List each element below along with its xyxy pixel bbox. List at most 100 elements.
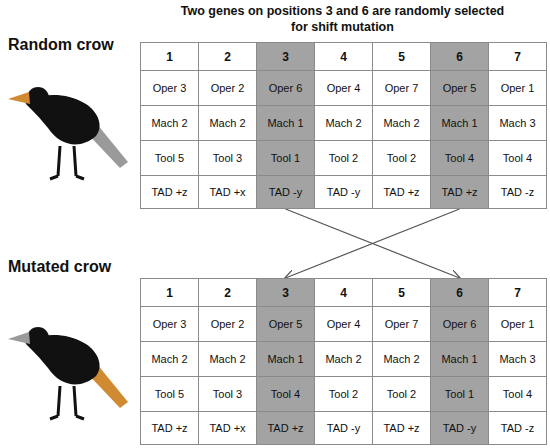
position-header: 1 xyxy=(140,42,199,71)
position-header: 3 xyxy=(256,42,315,71)
cell-text: Tool 4 xyxy=(445,152,474,164)
gene-cell: TAD +z xyxy=(140,175,199,209)
gene-cell: Mach 3 xyxy=(488,341,547,377)
cell-text: TAD +x xyxy=(209,422,245,434)
cell-text: 3 xyxy=(282,286,289,300)
gene-cell: TAD -y xyxy=(430,411,489,445)
cell-text: Mach 3 xyxy=(499,117,535,129)
cell-text: 2 xyxy=(224,50,231,64)
cell-text: 5 xyxy=(398,50,405,64)
crow-label: Random crow xyxy=(8,36,114,54)
cell-text: TAD -z xyxy=(501,422,534,434)
cell-text: 6 xyxy=(456,50,463,64)
gene-cell: Oper 2 xyxy=(198,306,257,342)
gene-cell: Tool 3 xyxy=(198,140,257,176)
gene-cell: Tool 3 xyxy=(198,376,257,412)
gene-cell: Oper 6 xyxy=(430,306,489,342)
cell-text: Oper 4 xyxy=(327,82,361,94)
gene-cell: Oper 6 xyxy=(256,70,315,106)
cell-text: Tool 1 xyxy=(445,388,474,400)
cell-text: Mach 1 xyxy=(441,117,477,129)
cell-text: Oper 1 xyxy=(501,318,535,330)
gene-cell: Mach 2 xyxy=(314,341,373,377)
cell-text: Mach 1 xyxy=(441,353,477,365)
gene-cell: TAD +z xyxy=(372,175,431,209)
cell-text: Tool 3 xyxy=(213,152,242,164)
gene-cell: Tool 2 xyxy=(314,140,373,176)
cell-text: Mach 3 xyxy=(499,353,535,365)
cell-text: TAD +z xyxy=(383,186,419,198)
cell-text: Oper 4 xyxy=(327,318,361,330)
gene-cell: Tool 1 xyxy=(256,140,315,176)
gene-cell: Mach 1 xyxy=(256,341,315,377)
cell-text: Tool 2 xyxy=(387,152,416,164)
cell-text: Tool 4 xyxy=(503,388,532,400)
position-header: 5 xyxy=(372,42,431,71)
cell-text: Tool 1 xyxy=(271,152,300,164)
cell-text: Mach 2 xyxy=(383,117,419,129)
gene-cell: Oper 3 xyxy=(140,70,199,106)
gene-cell: Oper 4 xyxy=(314,306,373,342)
gene-cell: Oper 4 xyxy=(314,70,373,106)
mutated-crow xyxy=(8,327,128,419)
cell-text: TAD -z xyxy=(501,186,534,198)
cell-text: TAD +z xyxy=(383,422,419,434)
cell-text: 4 xyxy=(340,50,347,64)
cell-text: Oper 2 xyxy=(211,82,245,94)
position-header: 7 xyxy=(488,42,547,71)
gene-cell: Tool 4 xyxy=(430,140,489,176)
gene-cell: Oper 7 xyxy=(372,70,431,106)
gene-cell: TAD -z xyxy=(488,175,547,209)
gene-cell: Mach 2 xyxy=(198,341,257,377)
gene-cell: Tool 5 xyxy=(140,140,199,176)
gene-cell: Mach 2 xyxy=(198,105,257,141)
cell-text: TAD +z xyxy=(151,422,187,434)
cell-text: Oper 7 xyxy=(385,318,419,330)
gene-cell: TAD -y xyxy=(314,411,373,445)
position-header: 4 xyxy=(314,278,373,307)
position-header: 2 xyxy=(198,278,257,307)
cell-text: Tool 5 xyxy=(155,388,184,400)
cell-text: TAD +z xyxy=(267,422,303,434)
cell-text: TAD -y xyxy=(327,422,360,434)
position-header: 1 xyxy=(140,278,199,307)
cell-text: Oper 6 xyxy=(443,318,477,330)
cell-text: Tool 4 xyxy=(271,388,300,400)
gene-cell: TAD -z xyxy=(488,411,547,445)
gene-cell: Mach 2 xyxy=(140,341,199,377)
cell-text: Oper 7 xyxy=(385,82,419,94)
title: Two genes on positions 3 and 6 are rando… xyxy=(175,3,510,35)
cell-text: 1 xyxy=(166,50,173,64)
cell-text: Oper 5 xyxy=(269,318,303,330)
position-header: 2 xyxy=(198,42,257,71)
cell-text: Tool 3 xyxy=(213,388,242,400)
cell-text: Oper 3 xyxy=(153,82,187,94)
position-header: 7 xyxy=(488,278,547,307)
cell-text: Tool 2 xyxy=(329,152,358,164)
cell-text: Mach 2 xyxy=(151,117,187,129)
gene-cell: Mach 1 xyxy=(430,341,489,377)
gene-cell: TAD -y xyxy=(314,175,373,209)
gene-cell: TAD -y xyxy=(256,175,315,209)
gene-cell: Oper 5 xyxy=(430,70,489,106)
gene-cell: Mach 2 xyxy=(314,105,373,141)
gene-cell: Oper 1 xyxy=(488,70,547,106)
position-header: 5 xyxy=(372,278,431,307)
gene-cell: Tool 2 xyxy=(372,140,431,176)
cell-text: 1 xyxy=(166,286,173,300)
swap-arrow xyxy=(286,209,460,278)
gene-cell: Mach 1 xyxy=(256,105,315,141)
gene-cell: Mach 3 xyxy=(488,105,547,141)
cell-text: TAD -y xyxy=(327,186,360,198)
cell-text: Tool 5 xyxy=(155,152,184,164)
gene-cell: Oper 5 xyxy=(256,306,315,342)
position-header: 3 xyxy=(256,278,315,307)
cell-text: 7 xyxy=(514,286,521,300)
gene-cell: Oper 1 xyxy=(488,306,547,342)
gene-cell: Tool 2 xyxy=(372,376,431,412)
gene-cell: Oper 2 xyxy=(198,70,257,106)
cell-text: Oper 2 xyxy=(211,318,245,330)
cell-text: Mach 2 xyxy=(325,353,361,365)
position-header: 6 xyxy=(430,42,489,71)
gene-cell: Tool 4 xyxy=(488,140,547,176)
